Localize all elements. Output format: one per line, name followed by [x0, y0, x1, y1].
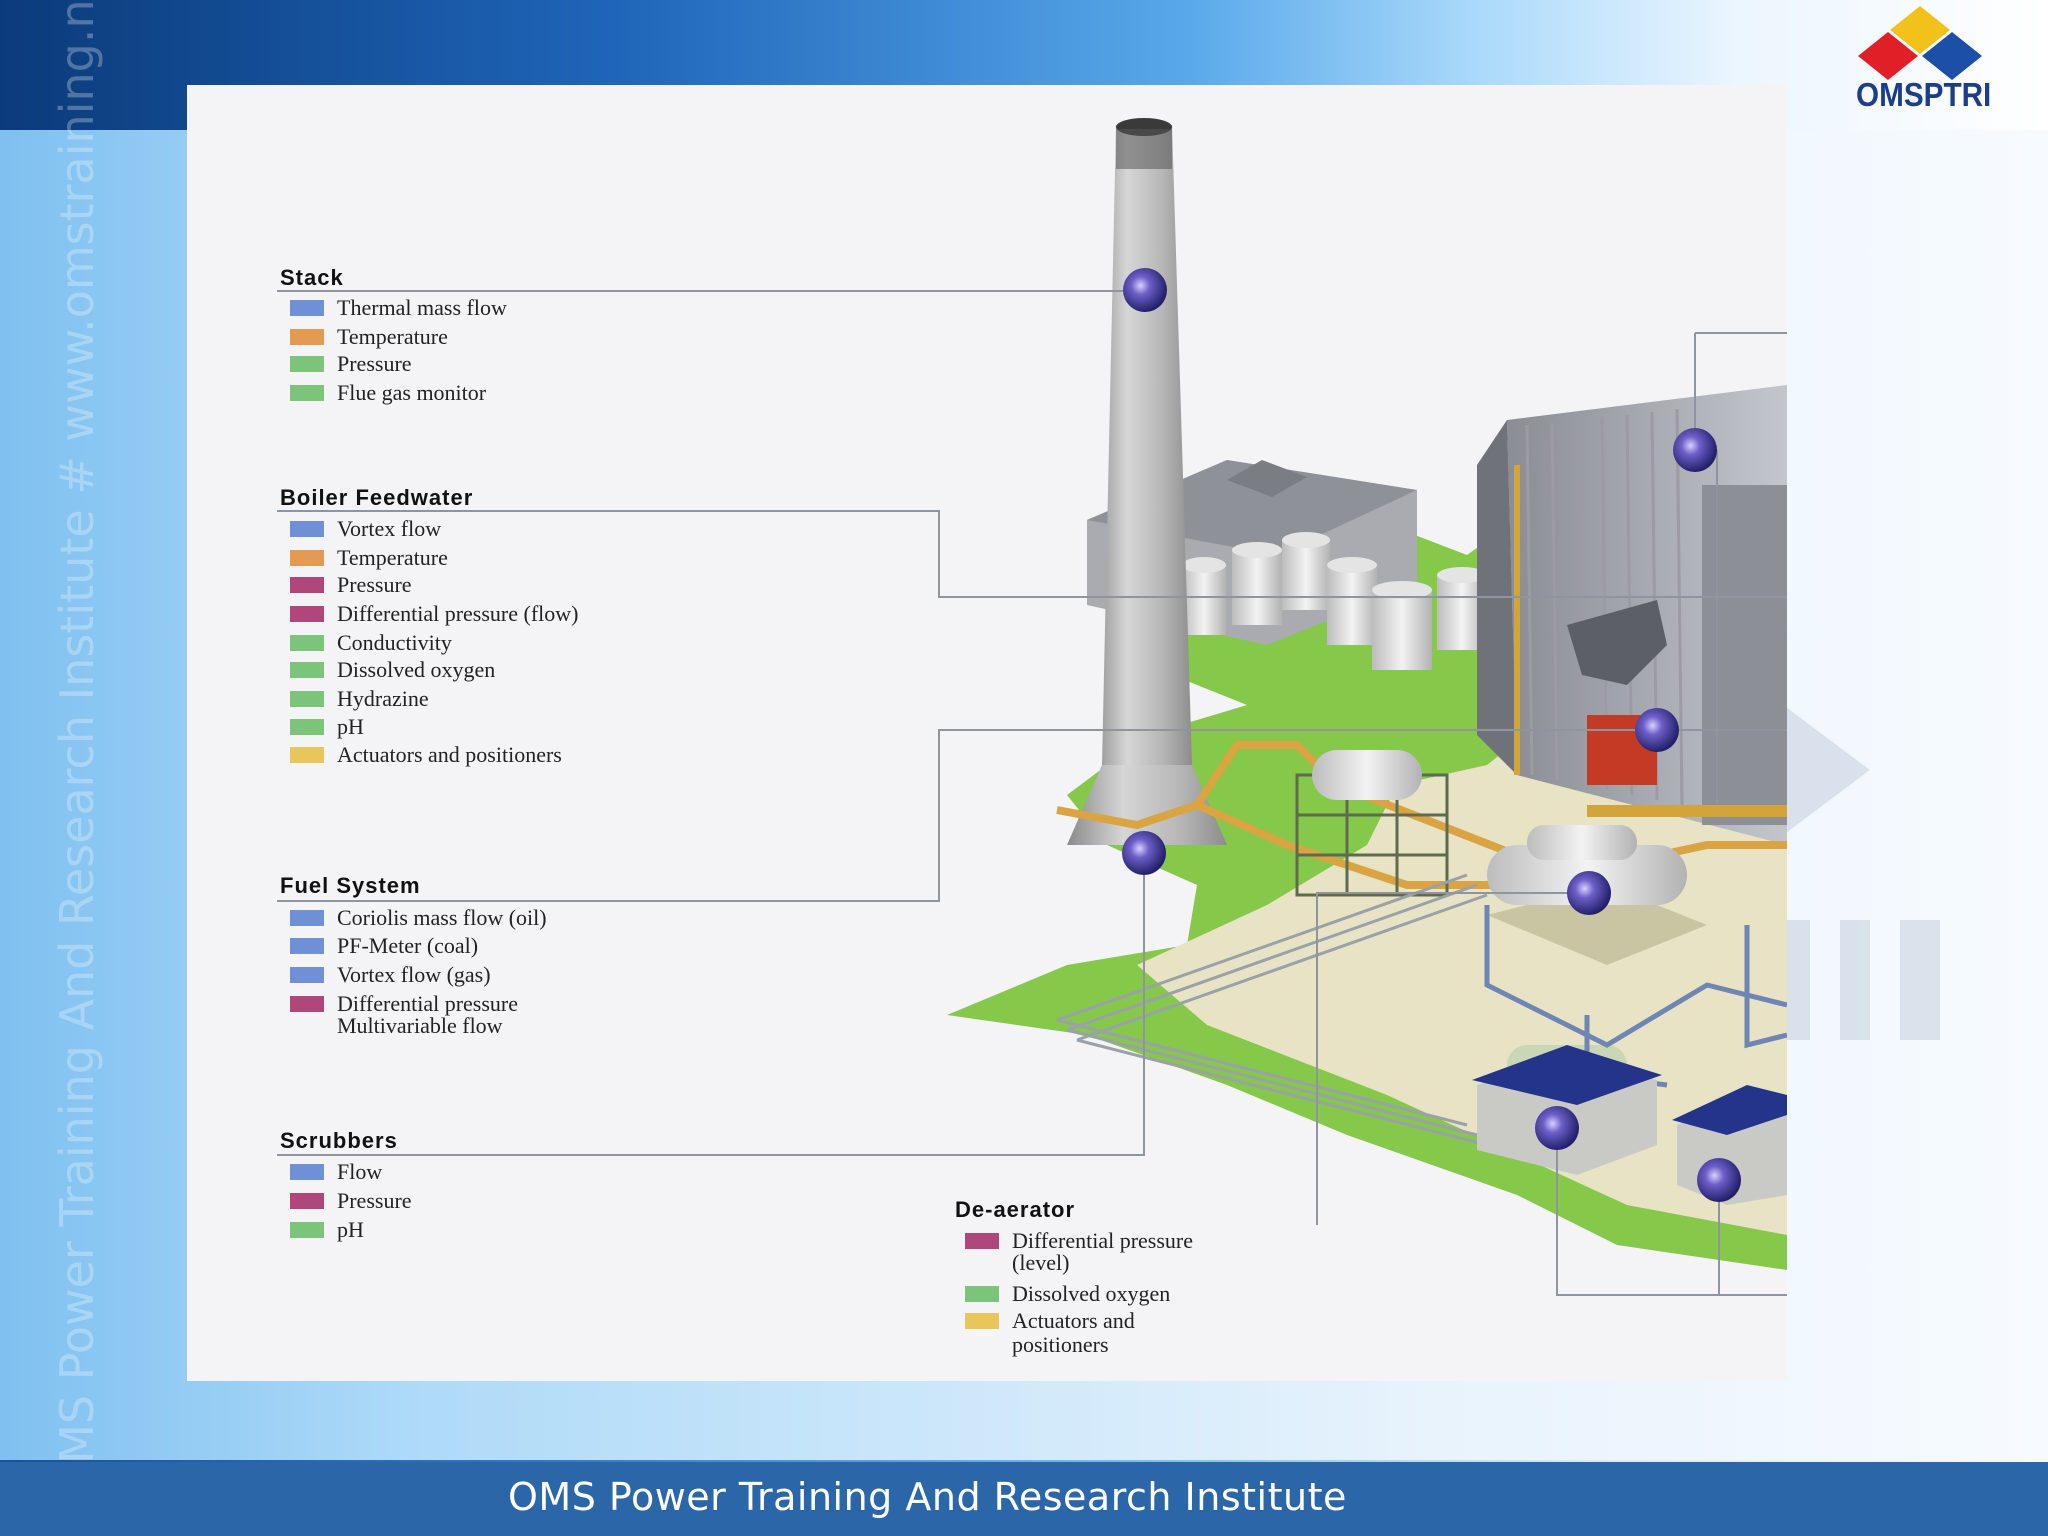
legend-text: Temperature — [337, 324, 448, 349]
legend-text: Actuators and positioners — [337, 742, 562, 767]
swatch-maroon — [965, 1233, 999, 1249]
measurement-nodes — [1122, 268, 1741, 1202]
stack-chimney — [1067, 118, 1227, 845]
diagram-panel: Stack Thermal mass flow Temperature Pres… — [187, 85, 1787, 1381]
legend-text: Dissolved oxygen — [337, 657, 496, 682]
group-title-de-aerator: De-aerator — [955, 1197, 1076, 1222]
legend-text: Vortex flow — [337, 516, 442, 541]
group-title-scrubbers: Scrubbers — [280, 1128, 398, 1153]
legend-text: pH — [337, 714, 364, 739]
legend-text-line2: Multivariable flow — [337, 1013, 503, 1038]
omsptri-logo — [1858, 6, 1982, 80]
group-title-fuel-system: Fuel System — [280, 873, 421, 898]
swatch-green — [290, 662, 324, 678]
legend-text-line2: (level) — [1012, 1250, 1070, 1275]
legend-text: Dissolved oxygen — [1012, 1281, 1171, 1306]
legend-text: Vortex flow (gas) — [337, 962, 491, 987]
power-plant-illustration — [277, 118, 1787, 1296]
swatch-blue — [290, 910, 324, 926]
legend-text: Temperature — [337, 545, 448, 570]
swatch-maroon — [290, 606, 324, 622]
legend-text: Differential pressure (flow) — [337, 601, 579, 626]
legend-text: Pressure — [337, 1188, 412, 1213]
swatch-orange — [290, 329, 324, 345]
side-watermark: OMS Power Training And Research Institut… — [50, 0, 104, 1500]
swatch-blue — [290, 1164, 324, 1180]
swatch-green — [290, 1222, 324, 1238]
swatch-green — [290, 356, 324, 372]
legend-text: Differential pressure — [1012, 1228, 1194, 1253]
legend-text: Hydrazine — [337, 686, 429, 711]
swatch-blue — [290, 300, 324, 316]
legend-text: Flow — [337, 1159, 383, 1184]
swatch-maroon — [290, 1193, 324, 1209]
footer-bar — [0, 1462, 2048, 1536]
swatch-green — [290, 719, 324, 735]
swatch-yellow — [965, 1313, 999, 1329]
swatch-blue — [290, 938, 324, 954]
swatch-blue — [290, 967, 324, 983]
legend-text: pH — [337, 1217, 364, 1242]
legend-text: Coriolis mass flow (oil) — [337, 905, 547, 930]
legend-text: Conductivity — [337, 630, 452, 655]
logo-text: OMSPTRI — [1856, 76, 1992, 113]
swatch-green — [965, 1286, 999, 1302]
footer-title: OMS Power Training And Research Institut… — [508, 1475, 1347, 1519]
legend-text: PF-Meter (coal) — [337, 933, 479, 958]
group-title-boiler-feedwater: Boiler Feedwater — [280, 485, 474, 510]
swatch-blue — [290, 521, 324, 537]
legend-text: Pressure — [337, 351, 412, 376]
swatch-green — [290, 691, 324, 707]
legend-text: Flue gas monitor — [337, 380, 487, 405]
swatch-green — [290, 635, 324, 651]
swatch-green — [290, 385, 324, 401]
legend-text-line2: positioners — [1012, 1332, 1109, 1357]
swatch-yellow — [290, 747, 324, 763]
swatch-maroon — [290, 577, 324, 593]
group-title-stack: Stack — [280, 265, 344, 290]
legend-text: Differential pressure — [337, 991, 519, 1016]
legend-text: Thermal mass flow — [337, 295, 507, 320]
swatch-maroon — [290, 996, 324, 1012]
swatch-orange — [290, 550, 324, 566]
legend-text: Actuators and — [1012, 1308, 1135, 1333]
legend-text: Pressure — [337, 572, 412, 597]
